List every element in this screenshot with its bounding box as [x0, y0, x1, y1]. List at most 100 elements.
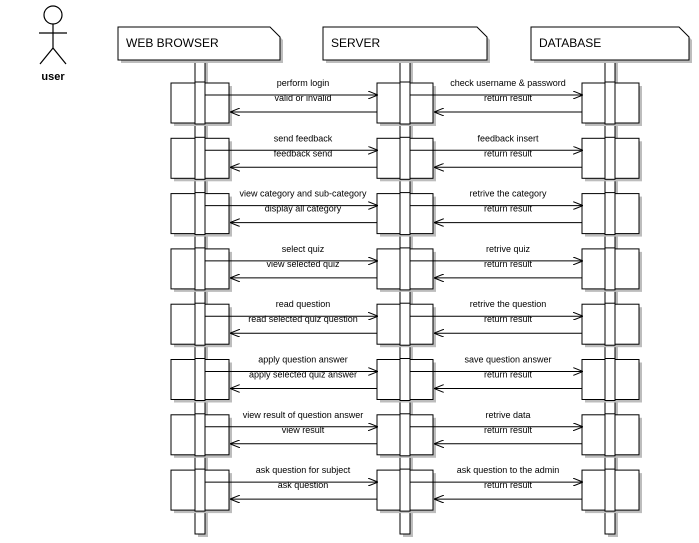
message-db-response: return result [435, 370, 582, 389]
message-browser-request: apply question answer [205, 355, 377, 372]
lifeline-shaft-segment [399, 247, 411, 291]
message-label: view result of question answer [243, 410, 364, 420]
message-browser-request: read question [205, 299, 377, 316]
lifeline-database: DATABASE [530, 26, 692, 537]
messages: perform login valid or invalid check usern… [205, 78, 582, 499]
lifeline-shaft-segment [399, 358, 411, 401]
message-label: view result [282, 425, 325, 435]
message-browser-response: view result [231, 425, 377, 444]
message-label: return result [484, 259, 533, 269]
lifeline-server: SERVER [322, 26, 490, 537]
message-db-response: return result [435, 314, 582, 333]
lifeline-shaft-segment [604, 358, 616, 401]
lifeline-shaft-segment [604, 136, 616, 180]
lifeline-shaft-segment [399, 468, 411, 512]
message-browser-response: feedback send [231, 148, 377, 167]
message-label: valid or invalid [274, 93, 331, 103]
message-label: retrive data [485, 410, 530, 420]
message-label: perform login [277, 78, 330, 88]
lifeline-shaft [604, 59, 616, 535]
message-label: feedback insert [477, 133, 539, 143]
message-db-request: feedback insert [410, 133, 582, 150]
lifeline-header [322, 26, 488, 61]
lifeline-shaft-segment [399, 413, 411, 457]
message-db-response: return result [435, 259, 582, 278]
message-browser-request: select quiz [205, 244, 377, 261]
message-label: view selected quiz [266, 259, 340, 269]
lifeline-label: WEB BROWSER [126, 36, 219, 50]
message-db-request: retrive data [410, 410, 582, 427]
message-label: read question [276, 299, 331, 309]
message-db-response: return result [435, 148, 582, 167]
lifeline-label: DATABASE [539, 36, 601, 50]
lifeline-shaft-segment [604, 302, 616, 346]
stick-figure-icon [39, 5, 67, 65]
activations [170, 81, 642, 514]
message-label: save question answer [464, 355, 551, 365]
lifeline-shaft-segment [399, 136, 411, 180]
lifeline-shaft-segment [604, 192, 616, 236]
message-label: ask question for subject [256, 465, 351, 475]
message-db-response: return result [435, 93, 582, 112]
message-label: return result [484, 93, 533, 103]
lifeline-header [530, 26, 690, 61]
lifelines: WEB BROWSER SERVER DATABASE [117, 26, 692, 537]
message-label: apply selected quiz answer [249, 370, 357, 380]
message-label: send feedback [274, 133, 333, 143]
message-browser-response: apply selected quiz answer [231, 370, 377, 389]
message-label: ask question [278, 480, 329, 490]
message-browser-response: valid or invalid [231, 93, 377, 112]
lifeline-shaft-segment [399, 81, 411, 125]
lifeline-shaft-segment [194, 358, 206, 401]
message-browser-response: ask question [231, 480, 377, 499]
message-label: ask question to the admin [457, 465, 560, 475]
message-db-request: check username & password [410, 78, 582, 95]
lifeline-web-browser: WEB BROWSER [117, 26, 283, 537]
message-db-request: retrive quiz [410, 244, 582, 261]
message-browser-request: perform login [205, 78, 377, 95]
message-label: return result [484, 480, 533, 490]
lifeline-shaft-segment [194, 413, 206, 457]
lifeline-shaft-segment [399, 302, 411, 346]
lifeline-shaft-segment [399, 192, 411, 236]
lifeline-shaft-segment [194, 192, 206, 236]
message-label: apply question answer [258, 355, 348, 365]
message-browser-request: ask question for subject [205, 465, 377, 482]
lifeline-shaft-segment [604, 468, 616, 512]
message-label: return result [484, 204, 533, 214]
message-label: select quiz [282, 244, 325, 254]
message-label: read selected quiz question [248, 314, 358, 324]
message-label: return result [484, 314, 533, 324]
lifeline-shaft [194, 59, 206, 535]
message-browser-response: read selected quiz question [231, 314, 377, 333]
message-db-request: retrive the category [410, 189, 582, 206]
message-label: feedback send [274, 148, 333, 158]
lifeline-shaft-segment [194, 468, 206, 512]
message-label: return result [484, 425, 533, 435]
message-browser-request: send feedback [205, 133, 377, 150]
actor-label: user [41, 71, 65, 83]
message-browser-response: display all category [231, 204, 377, 223]
message-label: view category and sub-category [239, 189, 367, 199]
message-label: return result [484, 148, 533, 158]
message-browser-request: view category and sub-category [205, 189, 377, 206]
message-db-response: return result [435, 204, 582, 223]
message-label: retrive the category [469, 189, 547, 199]
message-db-request: save question answer [410, 355, 582, 372]
actor-user: user [39, 5, 67, 83]
message-label: return result [484, 370, 533, 380]
lifeline-shaft-segment [194, 81, 206, 125]
message-label: retrive the question [470, 299, 547, 309]
message-browser-response: view selected quiz [231, 259, 377, 278]
lifeline-shaft-segment [194, 136, 206, 180]
lifeline-shaft-segment [604, 81, 616, 125]
message-db-response: return result [435, 425, 582, 444]
message-label: retrive quiz [486, 244, 531, 254]
message-label: check username & password [450, 78, 566, 88]
message-browser-request: view result of question answer [205, 410, 377, 427]
message-db-response: return result [435, 480, 582, 499]
lifeline-label: SERVER [331, 36, 380, 50]
message-label: display all category [265, 204, 342, 214]
lifeline-shaft-segment [604, 413, 616, 457]
